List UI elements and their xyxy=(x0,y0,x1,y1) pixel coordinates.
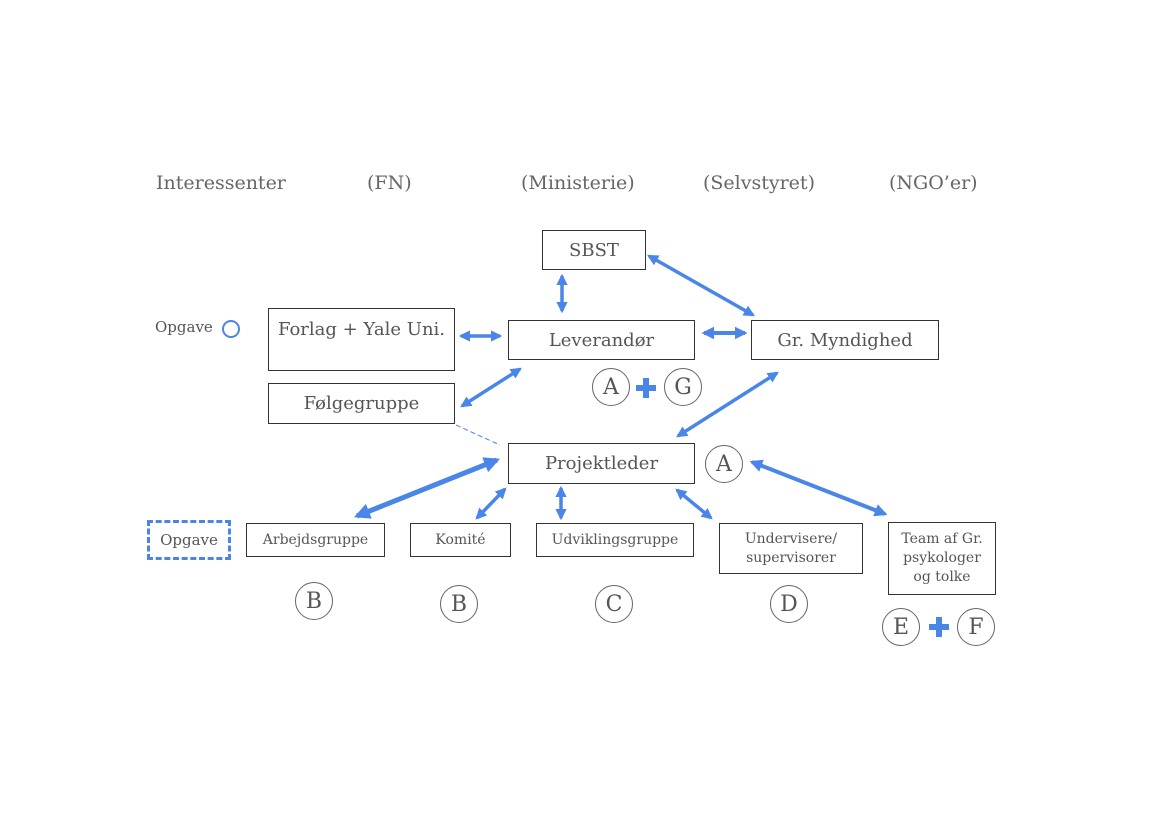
marker-teachers: D xyxy=(770,585,808,623)
edge-projectlead-teachers xyxy=(675,488,713,520)
edge-authority-projectlead xyxy=(676,371,779,438)
marker-team-left: E xyxy=(882,608,920,646)
marker-committee: B xyxy=(440,585,478,623)
node-authority: Gr. Myndighed xyxy=(751,320,939,360)
edge-follow-projectlead-dashed xyxy=(455,424,501,446)
node-dev-group: Udviklingsgruppe xyxy=(536,523,694,557)
node-publisher: Forlag + Yale Uni. xyxy=(268,308,455,371)
node-teachers-label-line2: supervisorer xyxy=(746,549,836,566)
legend-task-circle-label: Opgave xyxy=(155,318,213,336)
marker-project-lead: A xyxy=(705,445,743,483)
plus-icon xyxy=(636,378,656,398)
node-sbst: SBST xyxy=(542,230,646,270)
edge-follow-supplier xyxy=(460,367,522,408)
marker-dev-group: C xyxy=(595,585,633,623)
node-supplier: Leverandør xyxy=(508,320,695,360)
edge-projectlead-team xyxy=(749,459,888,517)
header-stakeholders: Interessenter xyxy=(156,172,286,194)
node-team-label-line1: Team af Gr. xyxy=(901,531,983,547)
marker-working-group: B xyxy=(295,582,333,620)
node-teachers: Undervisere/ supervisorer xyxy=(719,523,863,574)
edge-projectlead-committee xyxy=(475,487,507,520)
node-dev-group-label: Udviklingsgruppe xyxy=(551,531,679,548)
header-ngos: (NGO’er) xyxy=(889,172,978,194)
node-project-lead: Projektleder xyxy=(508,443,695,484)
node-follow-group-label: Følgegruppe xyxy=(303,393,420,414)
legend-task-dashed-label: Opgave xyxy=(160,531,218,549)
node-follow-group: Følgegruppe xyxy=(268,383,455,424)
node-supplier-label: Leverandør xyxy=(548,329,655,351)
node-project-lead-label: Projektleder xyxy=(544,453,659,474)
edge-projectlead-workinggroup xyxy=(354,457,500,519)
node-team: Team af Gr. psykologer og tolke xyxy=(888,522,996,595)
marker-supplier-right: G xyxy=(664,368,702,406)
edge-sbst-authority xyxy=(647,254,755,317)
header-home-rule: (Selvstyret) xyxy=(703,172,815,194)
plus-icon xyxy=(929,617,949,637)
marker-team-right: F xyxy=(957,608,995,646)
header-un: (FN) xyxy=(367,172,412,194)
node-teachers-label-line1: Undervisere/ xyxy=(744,530,838,547)
node-authority-label: Gr. Myndighed xyxy=(777,329,913,351)
header-ministry: (Ministerie) xyxy=(521,172,635,194)
legend-task-circle-icon xyxy=(222,320,240,338)
node-working-group: Arbejdsgruppe xyxy=(246,523,385,557)
node-team-label-line3: og tolke xyxy=(913,569,971,585)
node-committee-label: Komité xyxy=(435,531,486,548)
node-publisher-label: Forlag + Yale Uni. xyxy=(277,319,446,340)
legend-task-dashed-box: Opgave xyxy=(147,520,231,560)
node-working-group-label: Arbejdsgruppe xyxy=(262,531,369,548)
node-sbst-label: SBST xyxy=(569,239,619,261)
node-team-label-line2: psykologer xyxy=(903,550,981,566)
marker-supplier-left: A xyxy=(592,368,630,406)
node-committee: Komité xyxy=(410,523,511,557)
